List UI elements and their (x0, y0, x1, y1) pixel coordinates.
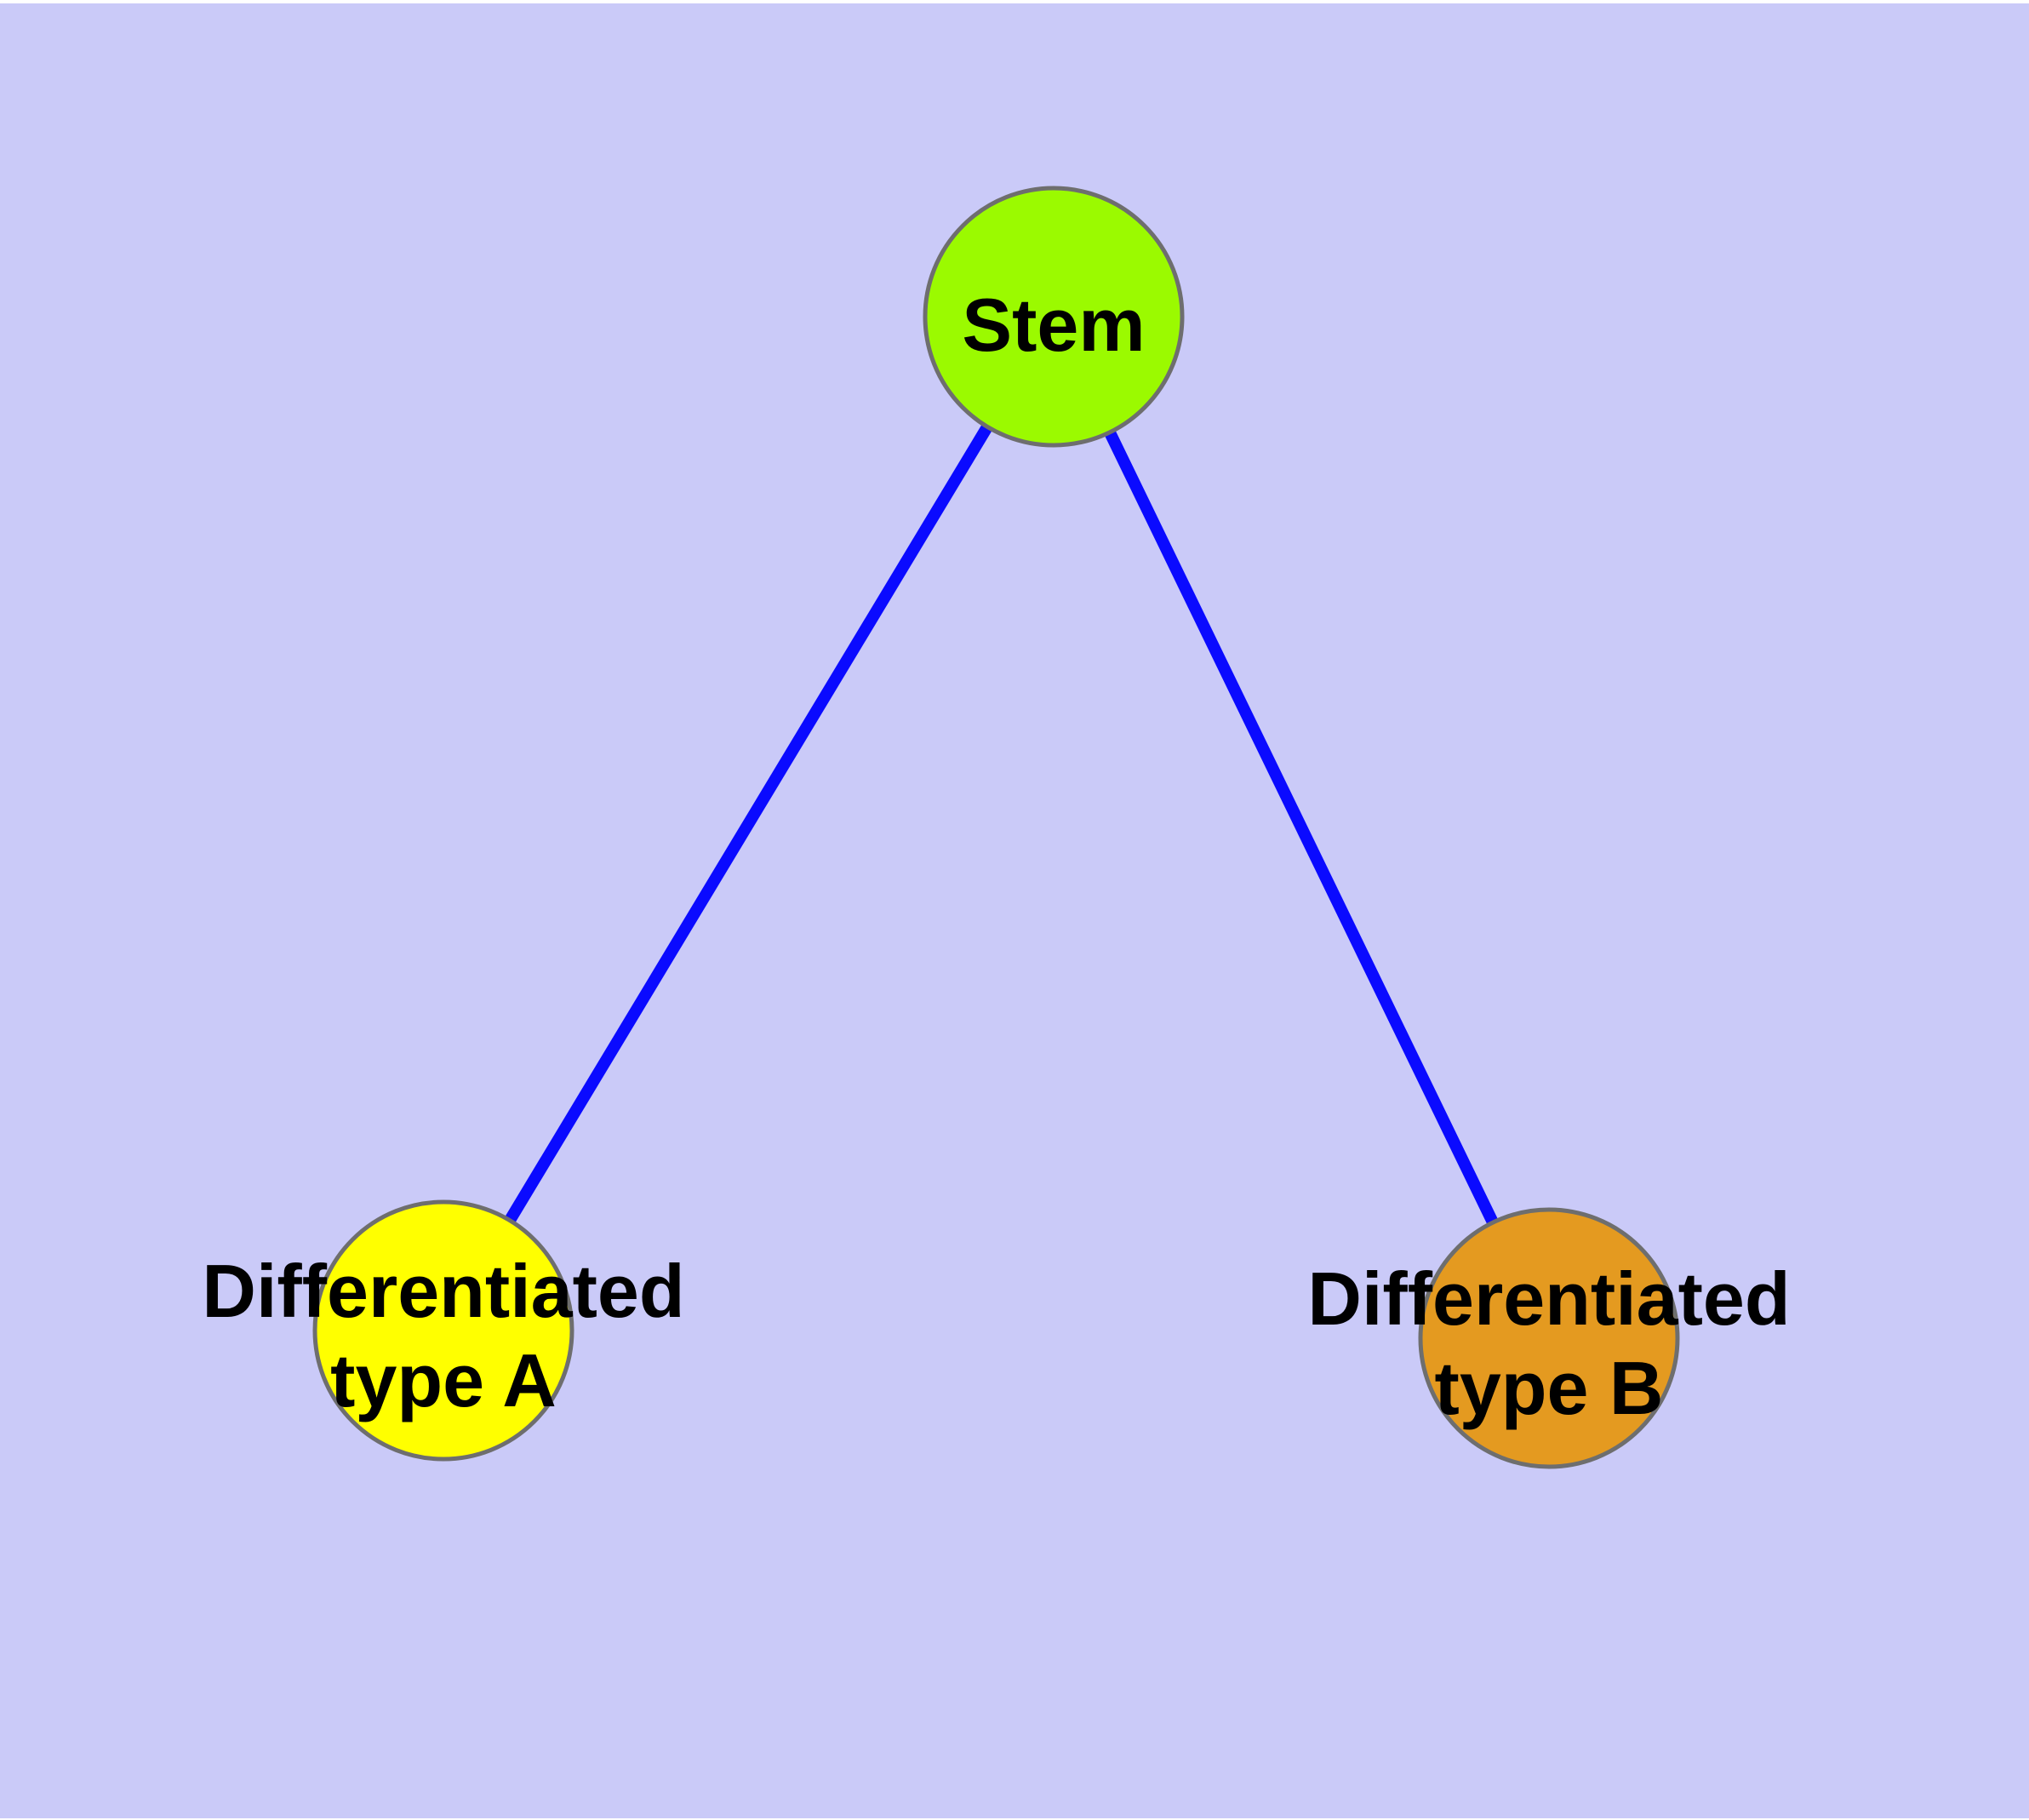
edge-stem-to-type-b (1048, 313, 1555, 1342)
edge-stem-to-type-a (438, 313, 1059, 1334)
node-differentiated-type-b (1418, 1207, 1680, 1469)
node-type-a-label-line1: Differentiated (202, 1249, 684, 1333)
node-stem (923, 186, 1185, 448)
node-type-b-label-line2: type B (1435, 1346, 1664, 1430)
node-type-a-label-line2: type A (330, 1338, 557, 1422)
node-stem-label: Stem (962, 283, 1145, 367)
node-differentiated-type-a (312, 1199, 574, 1462)
node-type-b-label-line1: Differentiated (1307, 1256, 1790, 1341)
